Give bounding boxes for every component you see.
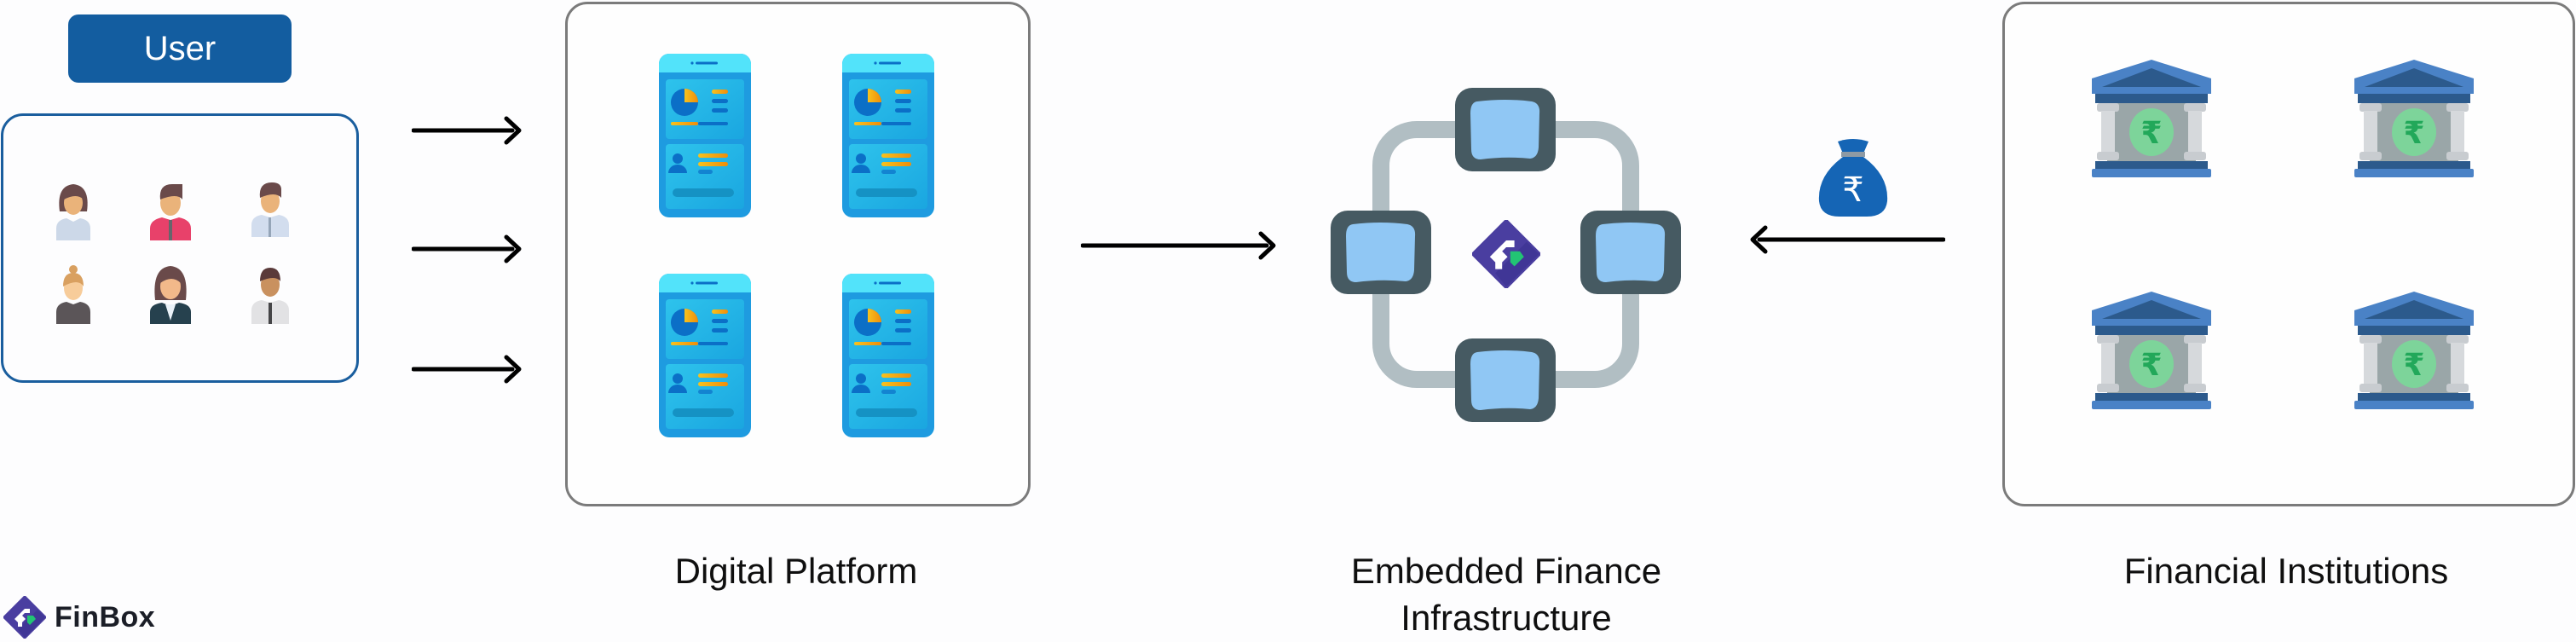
- businessman-icon: [251, 268, 289, 324]
- users-panel: [1, 113, 359, 383]
- embedded-finance-label-line2: Infrastructure: [1401, 598, 1612, 638]
- bank-rupee-icon: [2354, 292, 2474, 409]
- businesswoman-icon: [150, 266, 191, 324]
- arrow-right-icon: [1081, 231, 1276, 260]
- svg-text:₹: ₹: [1842, 171, 1863, 210]
- bank-rupee-icon: [2092, 292, 2211, 409]
- network-node-right: [1580, 211, 1681, 294]
- user-label-button: User: [68, 14, 292, 83]
- arrow-right-icon: [412, 234, 523, 264]
- digital-platform-panel: [565, 2, 1031, 506]
- finbox-brand: FinBox: [3, 595, 155, 639]
- user-label-text: User: [143, 29, 217, 67]
- network-node-bottom: [1455, 338, 1556, 422]
- bank-rupee-icon: [2092, 60, 2211, 177]
- mobile-app-dashboard-icon: [659, 274, 751, 437]
- bank-rupee-icon: [2354, 60, 2474, 177]
- man-red-shirt-icon: [150, 184, 191, 240]
- financial-institutions-panel: [2002, 2, 2575, 506]
- man-tie-icon: [251, 182, 289, 237]
- woman-icon: [56, 184, 90, 240]
- embedded-finance-label-line1: Embedded Finance: [1350, 551, 1662, 591]
- arrow-right-icon: [412, 115, 523, 146]
- rupee-money-bag-icon: ₹: [1818, 139, 1888, 217]
- mobile-app-dashboard-icon: [842, 54, 934, 217]
- finbox-brand-name: FinBox: [55, 600, 156, 633]
- mobile-app-dashboard-icon: [842, 274, 934, 437]
- arrow-left-icon: [1750, 225, 1945, 254]
- financial-institutions-label: Financial Institutions: [2123, 551, 2449, 591]
- finbox-logo-icon: [1474, 222, 1539, 287]
- mobile-app-dashboard-icon: [659, 54, 751, 217]
- finbox-logo-icon: [3, 596, 46, 639]
- network-node-left: [1331, 211, 1431, 294]
- network-node-top: [1455, 88, 1556, 171]
- embedded-finance-network: [1331, 88, 1681, 422]
- arrow-right-icon: [412, 354, 523, 385]
- woman-bun-icon: [56, 265, 90, 324]
- embedded-finance-label: Embedded Finance Infrastructure: [1293, 547, 1719, 641]
- digital-platform-label: Digital Platform: [674, 551, 918, 591]
